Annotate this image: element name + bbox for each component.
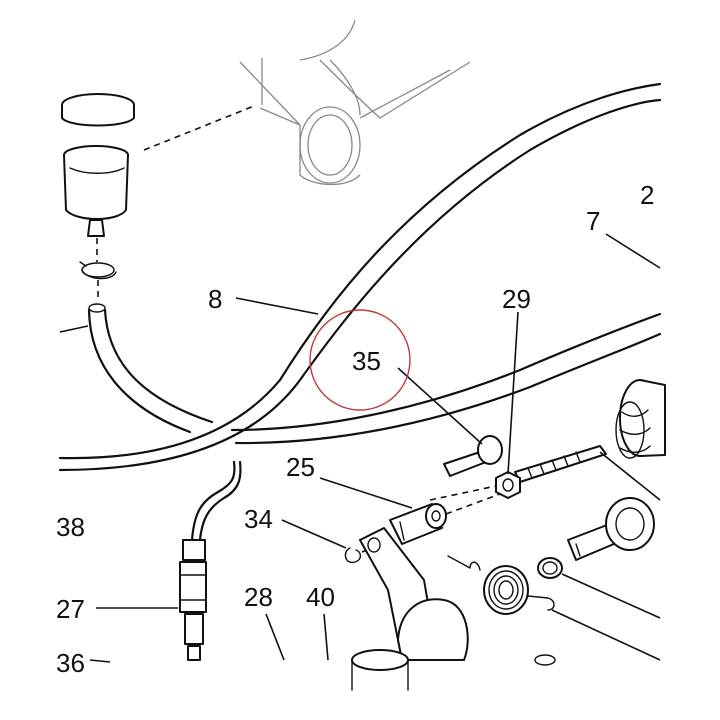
return-spring — [447, 555, 661, 661]
sensor-cable — [96, 460, 242, 661]
callout-35: 35 — [352, 346, 381, 376]
callout-7: 7 — [586, 206, 600, 236]
reservoir-hose — [59, 303, 214, 434]
callout-36: 36 — [56, 648, 85, 678]
callout-38: 38 — [56, 512, 85, 542]
highlight-ring — [309, 309, 411, 411]
leader-36 — [89, 659, 111, 663]
hose-clip — [79, 261, 117, 300]
callout-8: 8 — [208, 284, 222, 314]
master-cylinder — [615, 379, 666, 459]
leader-8 — [235, 297, 319, 315]
leader-28 — [265, 613, 285, 661]
clevis-pin — [397, 367, 503, 501]
clevis-fork — [319, 477, 501, 545]
callout-28: 28 — [244, 582, 273, 612]
callout-34: 34 — [244, 504, 273, 534]
nut — [495, 311, 521, 499]
leader-7 — [605, 233, 661, 269]
leader-40 — [323, 613, 329, 661]
callout-27: 27 — [56, 594, 85, 624]
pivot-bushing — [534, 497, 661, 666]
fluid-reservoir — [61, 93, 255, 262]
callout-29: 29 — [502, 284, 531, 314]
callout-25: 25 — [286, 452, 315, 482]
callout-2: 2 — [640, 180, 654, 210]
frame-tube-outline — [239, 19, 471, 186]
callout-40: 40 — [306, 582, 335, 612]
main-hydraulic-hose — [58, 82, 662, 472]
clutch-hose — [230, 312, 662, 445]
pedal-arm — [351, 527, 469, 691]
